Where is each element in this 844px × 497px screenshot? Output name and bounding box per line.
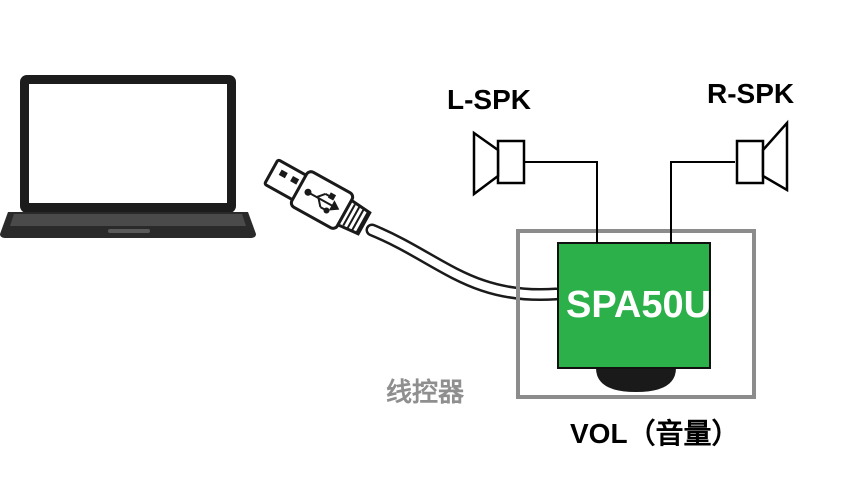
right-speaker-label: R-SPK [707,78,795,109]
left-speaker-label: L-SPK [447,84,531,115]
speaker-icon [735,119,789,193]
usb-cable [365,223,563,302]
laptop-icon [0,75,256,238]
speaker-icon [472,130,526,197]
usb-plug-icon [263,158,372,236]
volume-label: VOL（音量） [570,418,740,449]
volume-knob-icon [596,368,676,392]
spa50u-module [557,242,711,369]
speaker-wires [525,161,735,243]
usb-symbol-icon [304,188,340,214]
controller-box [516,229,756,399]
module-label: SPA50U [566,284,712,326]
controller-label: 线控器 [386,377,465,407]
